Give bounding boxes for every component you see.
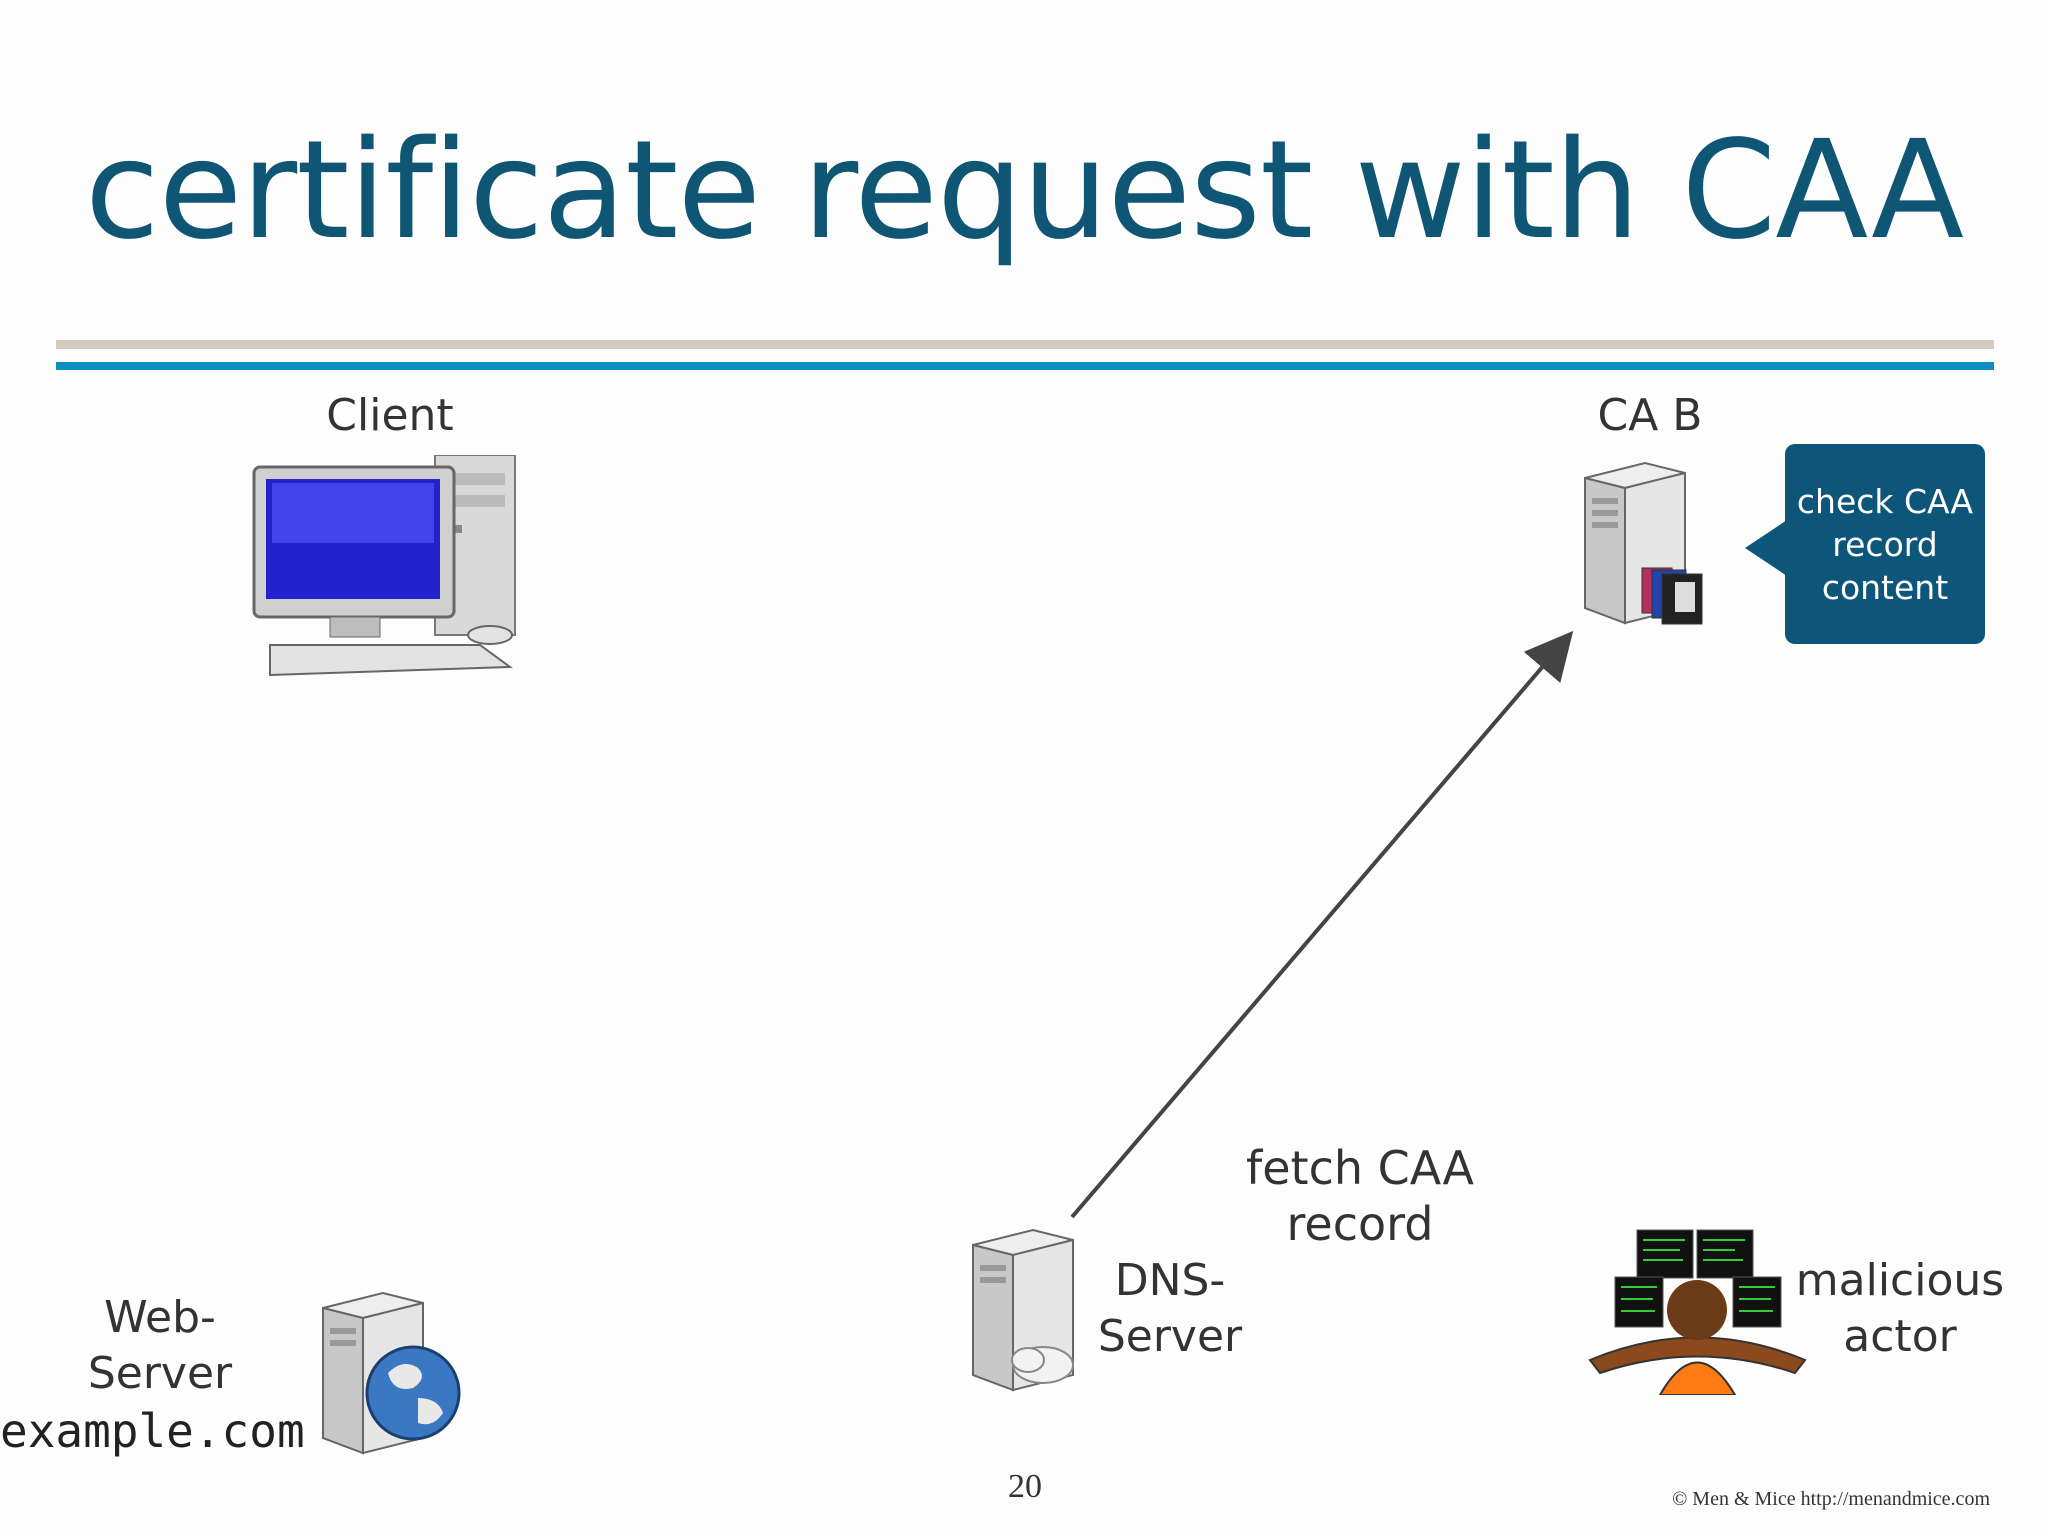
dns-server-label-1: DNS- — [1114, 1255, 1226, 1306]
arrow-label: fetch CAA record — [1246, 1141, 1474, 1251]
desktop-computer-icon — [252, 455, 516, 677]
server-with-globe-icon — [322, 1291, 461, 1455]
title-divider-bottom — [56, 362, 1994, 370]
server-with-cloud-icon — [972, 1228, 1074, 1392]
callout-pointer — [1745, 520, 1787, 576]
title-divider-top — [56, 340, 1994, 349]
web-server-domain: example.com — [0, 1404, 305, 1458]
ca-b-label: CA B — [1597, 390, 1703, 441]
callout-line-2: record — [1832, 524, 1938, 564]
client-label: Client — [326, 390, 454, 441]
malicious-actor-label-2: actor — [1843, 1311, 1957, 1362]
server-with-folders-icon — [1584, 461, 1703, 625]
dns-server-label-2: Server — [1097, 1311, 1243, 1362]
callout-line-1: check CAA — [1796, 481, 1974, 521]
page-title: certificate request with CAA — [84, 112, 1964, 270]
malicious-actor-label-1: malicious — [1795, 1255, 2005, 1306]
web-server-label-1: Web- — [104, 1292, 216, 1343]
copyright-footer: © Men & Mice http://menandmice.com — [1672, 1488, 1990, 1510]
callout-line-3: content — [1821, 567, 1949, 607]
page-number: 20 — [1008, 1468, 1042, 1505]
web-server-label-2: Server — [87, 1348, 233, 1399]
hacker-at-monitors-icon — [1588, 1229, 1807, 1395]
check-caa-callout: check CAA record content — [1785, 444, 1985, 644]
